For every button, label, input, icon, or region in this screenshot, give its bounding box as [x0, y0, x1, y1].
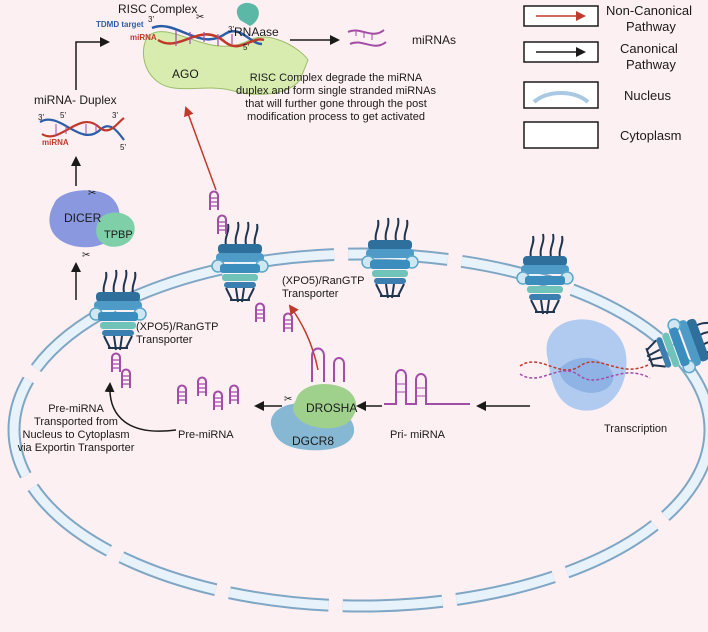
end-label: 3'	[228, 25, 234, 34]
risc-complex: RISC Complex AGO TDMD target miRNA 3' 5'…	[96, 2, 309, 95]
duplex-mirna-label: miRNA	[42, 138, 69, 147]
note-line: Pre-miRNA	[48, 403, 104, 415]
scissors-icon: ✂	[196, 12, 204, 23]
end-label: 5'	[60, 111, 66, 120]
pri-mirna-icon	[384, 369, 470, 405]
nuclear-pore-icon	[516, 233, 574, 315]
legend-item-nucleus: Nucleus	[523, 81, 671, 109]
end-label: 3'	[38, 113, 44, 122]
transporter-label: Transporter	[136, 334, 193, 346]
risc-mirna-label: miRNA	[130, 33, 157, 42]
non-canonical-arrow	[288, 304, 319, 371]
transcription-label: Transcription	[604, 423, 667, 435]
scissors-icon: ✂	[88, 188, 96, 199]
legend-label: Pathway	[626, 57, 676, 72]
canonical-arrow	[75, 37, 110, 90]
duplex-label: miRNA- Duplex	[34, 93, 117, 107]
dna-strand-icon	[519, 370, 651, 381]
pre-mirna-icon	[177, 376, 239, 411]
end-label: 5'	[120, 143, 126, 152]
drosha-label: DROSHA	[306, 401, 357, 415]
nuclear-pore-icon	[361, 217, 419, 299]
tdmd-label: TDMD target	[96, 20, 144, 29]
pre-mirna-nucleus-icon	[255, 302, 293, 333]
risc-description: RISC Complex degrade the miRNA duplex an…	[236, 72, 436, 123]
canonical-arrow	[104, 382, 177, 432]
non-canonical-arrow	[184, 106, 217, 191]
legend-label: Pathway	[626, 19, 676, 34]
note-line: via Exportin Transporter	[18, 442, 135, 454]
description-line: modification process to get activated	[247, 111, 425, 123]
end-label: 3'	[112, 111, 118, 120]
nucleus-swatch-icon	[532, 91, 590, 104]
pri-mirna-label: Pri- miRNA	[390, 429, 446, 441]
base-pairs-icon	[175, 30, 233, 46]
transporter-label: Transporter	[282, 288, 339, 300]
mirna-strand-icon	[157, 33, 265, 48]
transcription-complex: Transcription	[519, 319, 667, 435]
pre-mirna-cyto-icon	[209, 190, 227, 235]
dicer-label: DICER	[64, 211, 102, 225]
pri-mirna-hairpin-icon	[311, 347, 325, 382]
polymerase-core-icon	[559, 357, 614, 393]
pre-mirna-transit-icon	[111, 352, 131, 389]
nucleus-membrane	[7, 247, 708, 613]
pre-mirna-label: Pre-miRNA	[178, 429, 234, 441]
end-label: 5'	[243, 43, 249, 52]
transporter-label: (XPO5)/RanGTP	[282, 275, 365, 287]
rnaase-label: RNAase	[234, 25, 279, 39]
mirnas-label: miRNAs	[412, 33, 456, 47]
end-label: 3'	[148, 15, 154, 24]
tdmd-strand-icon	[151, 24, 263, 46]
nuclear-pore-icon	[211, 221, 269, 303]
description-line: that will further gone through the post	[245, 98, 427, 110]
tpbp-label: TPBP	[104, 229, 133, 241]
note-line: Nucleus to Cytoplasm	[23, 429, 130, 441]
description-line: duplex and form single stranded miRNAs	[236, 85, 436, 97]
dgcr8-label: DGCR8	[292, 434, 334, 448]
scissors-icon: ✂	[82, 250, 90, 261]
legend-item-canonical: Canonical Pathway	[523, 41, 678, 72]
transporter-label: (XPO5)/RanGTP	[136, 321, 219, 333]
mirna-duplex-icon	[39, 117, 125, 141]
microprocessor-complex: DROSHA DGCR8 ✂	[270, 347, 357, 451]
legend-item-cytoplasm: Cytoplasm	[523, 121, 681, 149]
rnaase-icon	[236, 2, 259, 26]
note-line: Transported from	[34, 416, 118, 428]
legend-label: Canonical	[620, 41, 678, 56]
legend-box-cytoplasm	[523, 121, 599, 149]
ago-label: AGO	[172, 67, 199, 81]
drosha-icon	[293, 384, 357, 429]
pri-mirna-hairpin-icon	[333, 357, 345, 382]
scissors-icon: ✂	[284, 394, 292, 405]
dna-strand-icon	[519, 361, 651, 371]
legend-item-non-canonical: Non-Canonical Pathway	[523, 3, 692, 34]
risc-title: RISC Complex	[118, 2, 197, 16]
mirnas-output-icon	[347, 29, 387, 47]
ago-protein-icon	[142, 31, 309, 95]
legend-label: Nucleus	[624, 88, 671, 103]
legend: Non-Canonical Pathway Canonical Pathway …	[523, 3, 692, 149]
description-line: RISC Complex degrade the miRNA	[250, 72, 423, 84]
tpbp-icon	[96, 212, 135, 247]
transport-note: Pre-miRNA Transported from Nucleus to Cy…	[18, 403, 135, 454]
legend-label: Cytoplasm	[620, 128, 681, 143]
legend-label: Non-Canonical	[606, 3, 692, 18]
dicer-complex: DICER TPBP ✂ ✂	[49, 188, 135, 261]
